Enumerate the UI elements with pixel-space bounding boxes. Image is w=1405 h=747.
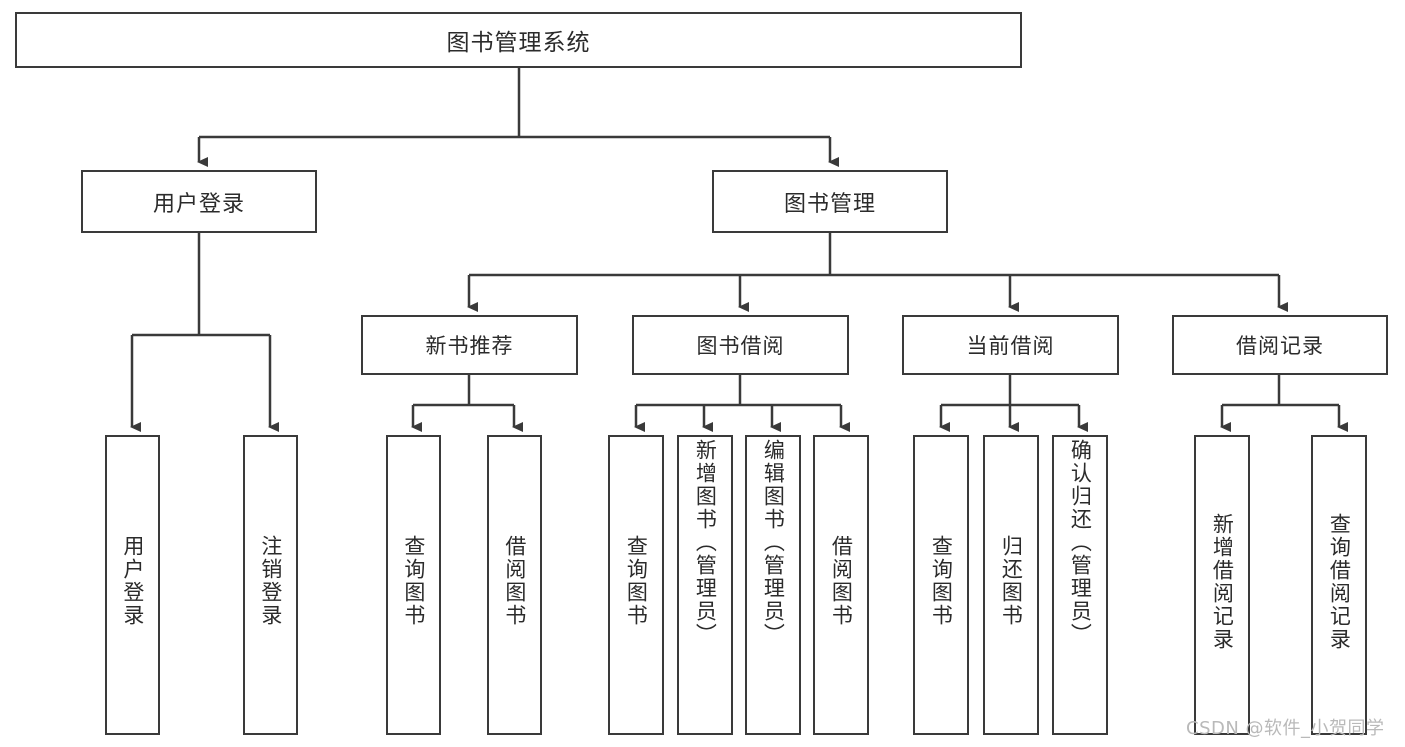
node-label: 注销登录 xyxy=(258,535,283,627)
node-label: 借阅图书 xyxy=(829,535,854,627)
node-label: 图书管理 xyxy=(783,191,876,217)
node-label: 编辑图书（管理员） xyxy=(761,439,786,646)
csdn-watermark: CSDN @软件_小贺同学 xyxy=(1186,718,1385,739)
leaf-borrow-borrow-book[interactable]: 借阅图书 xyxy=(813,435,869,735)
leaf-current-query-book[interactable]: 查询图书 xyxy=(913,435,969,735)
node-label: 查询图书 xyxy=(624,535,649,627)
leaf-user-login-signin[interactable]: 用户登录 xyxy=(105,435,160,735)
node-book-borrow[interactable]: 图书借阅 xyxy=(632,315,849,375)
node-root-library-system[interactable]: 图书管理系统 xyxy=(15,12,1022,68)
leaf-current-return-book[interactable]: 归还图书 xyxy=(983,435,1039,735)
leaf-user-login-signout[interactable]: 注销登录 xyxy=(243,435,298,735)
leaf-recommend-borrow-book[interactable]: 借阅图书 xyxy=(487,435,542,735)
node-label: 归还图书 xyxy=(999,535,1024,627)
node-label: 图书借阅 xyxy=(696,334,785,358)
node-label: 图书管理系统 xyxy=(446,30,591,56)
leaf-borrow-query-book[interactable]: 查询图书 xyxy=(608,435,664,735)
leaf-current-confirm-return-admin[interactable]: 确认归还（管理员） xyxy=(1052,435,1108,735)
node-current-borrow[interactable]: 当前借阅 xyxy=(902,315,1119,375)
node-label: 用户登录 xyxy=(120,535,145,627)
node-label: 当前借阅 xyxy=(966,334,1055,358)
node-user-login[interactable]: 用户登录 xyxy=(81,170,317,233)
node-label: 借阅图书 xyxy=(502,535,527,627)
leaf-record-query-record[interactable]: 查询借阅记录 xyxy=(1311,435,1367,735)
leaf-borrow-edit-book-admin[interactable]: 编辑图书（管理员） xyxy=(745,435,801,735)
node-book-management[interactable]: 图书管理 xyxy=(712,170,948,233)
node-label: 确认归还（管理员） xyxy=(1068,439,1093,646)
leaf-borrow-add-book-admin[interactable]: 新增图书（管理员） xyxy=(677,435,733,735)
node-label: 借阅记录 xyxy=(1236,334,1324,358)
node-label: 新增借阅记录 xyxy=(1210,513,1235,651)
node-label: 新书推荐 xyxy=(425,334,514,358)
node-label: 新增图书（管理员） xyxy=(693,439,718,646)
node-label: 查询借阅记录 xyxy=(1327,513,1352,651)
node-label: 查询图书 xyxy=(401,535,426,627)
node-label: 查询图书 xyxy=(929,535,954,627)
node-borrow-record[interactable]: 借阅记录 xyxy=(1172,315,1388,375)
node-new-book-recommend[interactable]: 新书推荐 xyxy=(361,315,578,375)
leaf-record-add-record[interactable]: 新增借阅记录 xyxy=(1194,435,1250,735)
node-label: 用户登录 xyxy=(152,191,245,217)
leaf-recommend-query-book[interactable]: 查询图书 xyxy=(386,435,441,735)
